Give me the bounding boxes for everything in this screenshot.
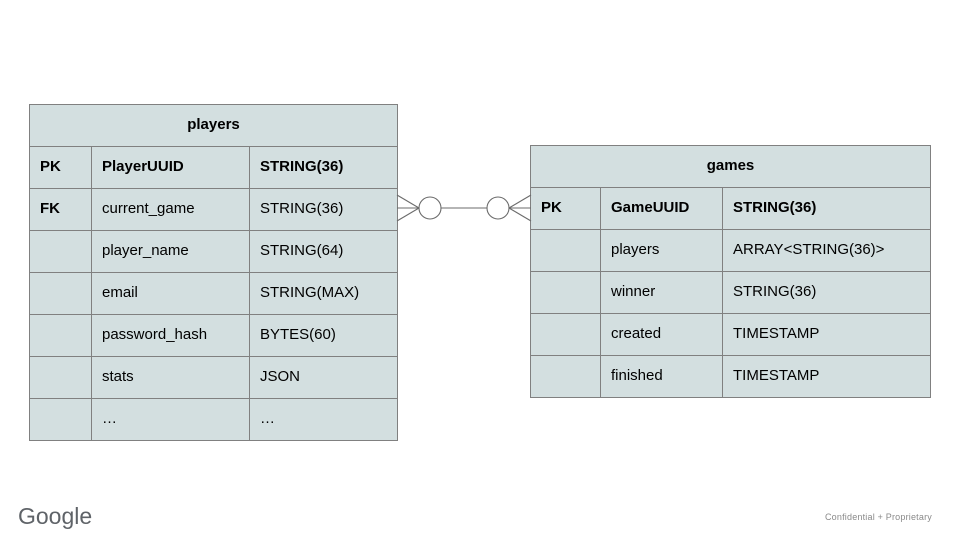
table-row[interactable]: email STRING(MAX) — [29, 272, 398, 315]
entity-title-row: players — [29, 104, 398, 147]
row-key-badge — [530, 271, 601, 314]
row-column-name: GameUUID — [600, 187, 723, 230]
entity-title-players: players — [29, 104, 398, 147]
games-table-body: games PK GameUUID STRING(36) players ARR… — [530, 145, 931, 398]
table-row[interactable]: stats JSON — [29, 356, 398, 399]
row-column-name: email — [91, 272, 250, 315]
table-row[interactable]: winner STRING(36) — [530, 271, 931, 314]
row-column-type: JSON — [249, 356, 398, 399]
row-column-type: … — [249, 398, 398, 441]
row-column-name: created — [600, 313, 723, 356]
row-key-badge — [530, 229, 601, 272]
row-column-name: PlayerUUID — [91, 146, 250, 189]
google-logo: Google — [18, 503, 93, 529]
players-table-body: players PK PlayerUUID STRING(36) FK curr… — [29, 104, 398, 441]
row-key-badge: PK — [29, 146, 92, 189]
row-column-type: STRING(64) — [249, 230, 398, 273]
row-column-type: STRING(36) — [249, 188, 398, 231]
row-column-type: BYTES(60) — [249, 314, 398, 357]
table-row[interactable]: PK PlayerUUID STRING(36) — [29, 146, 398, 189]
row-key-badge — [29, 272, 92, 315]
row-column-type: STRING(MAX) — [249, 272, 398, 315]
table-row-ellipsis[interactable]: … … — [29, 398, 398, 441]
row-column-name: players — [600, 229, 723, 272]
row-column-name: current_game — [91, 188, 250, 231]
entity-table-games[interactable]: games PK GameUUID STRING(36) players ARR… — [530, 145, 931, 398]
row-column-type: STRING(36) — [722, 271, 931, 314]
entity-table-players[interactable]: players PK PlayerUUID STRING(36) FK curr… — [29, 104, 398, 441]
table-row[interactable]: password_hash BYTES(60) — [29, 314, 398, 357]
row-column-name: winner — [600, 271, 723, 314]
row-key-badge — [29, 356, 92, 399]
row-column-type: TIMESTAMP — [722, 313, 931, 356]
table-row[interactable]: PK GameUUID STRING(36) — [530, 187, 931, 230]
crowfoot-left-icon — [396, 194, 420, 222]
row-key-badge — [530, 355, 601, 398]
row-column-type: TIMESTAMP — [722, 355, 931, 398]
zero-circle-right-icon — [486, 196, 510, 220]
entity-title-games: games — [530, 145, 931, 188]
row-column-name: … — [91, 398, 250, 441]
table-row[interactable]: player_name STRING(64) — [29, 230, 398, 273]
table-row[interactable]: finished TIMESTAMP — [530, 355, 931, 398]
row-key-badge — [29, 230, 92, 273]
row-key-badge — [530, 313, 601, 356]
row-key-badge — [29, 314, 92, 357]
row-column-name: stats — [91, 356, 250, 399]
row-column-name: player_name — [91, 230, 250, 273]
table-row[interactable]: players ARRAY<STRING(36)> — [530, 229, 931, 272]
row-column-name: finished — [600, 355, 723, 398]
row-column-type: STRING(36) — [249, 146, 398, 189]
row-key-badge: PK — [530, 187, 601, 230]
row-key-badge: FK — [29, 188, 92, 231]
row-column-type: STRING(36) — [722, 187, 931, 230]
entity-title-row: games — [530, 145, 931, 188]
table-row[interactable]: FK current_game STRING(36) — [29, 188, 398, 231]
row-key-badge — [29, 398, 92, 441]
confidentiality-note: Confidential + Proprietary — [824, 512, 932, 522]
row-column-name: password_hash — [91, 314, 250, 357]
row-column-type: ARRAY<STRING(36)> — [722, 229, 931, 272]
crowfoot-right-icon — [508, 194, 532, 222]
relationship-connector-players-games[interactable] — [380, 180, 540, 236]
zero-circle-left-icon — [418, 196, 442, 220]
table-row[interactable]: created TIMESTAMP — [530, 313, 931, 356]
